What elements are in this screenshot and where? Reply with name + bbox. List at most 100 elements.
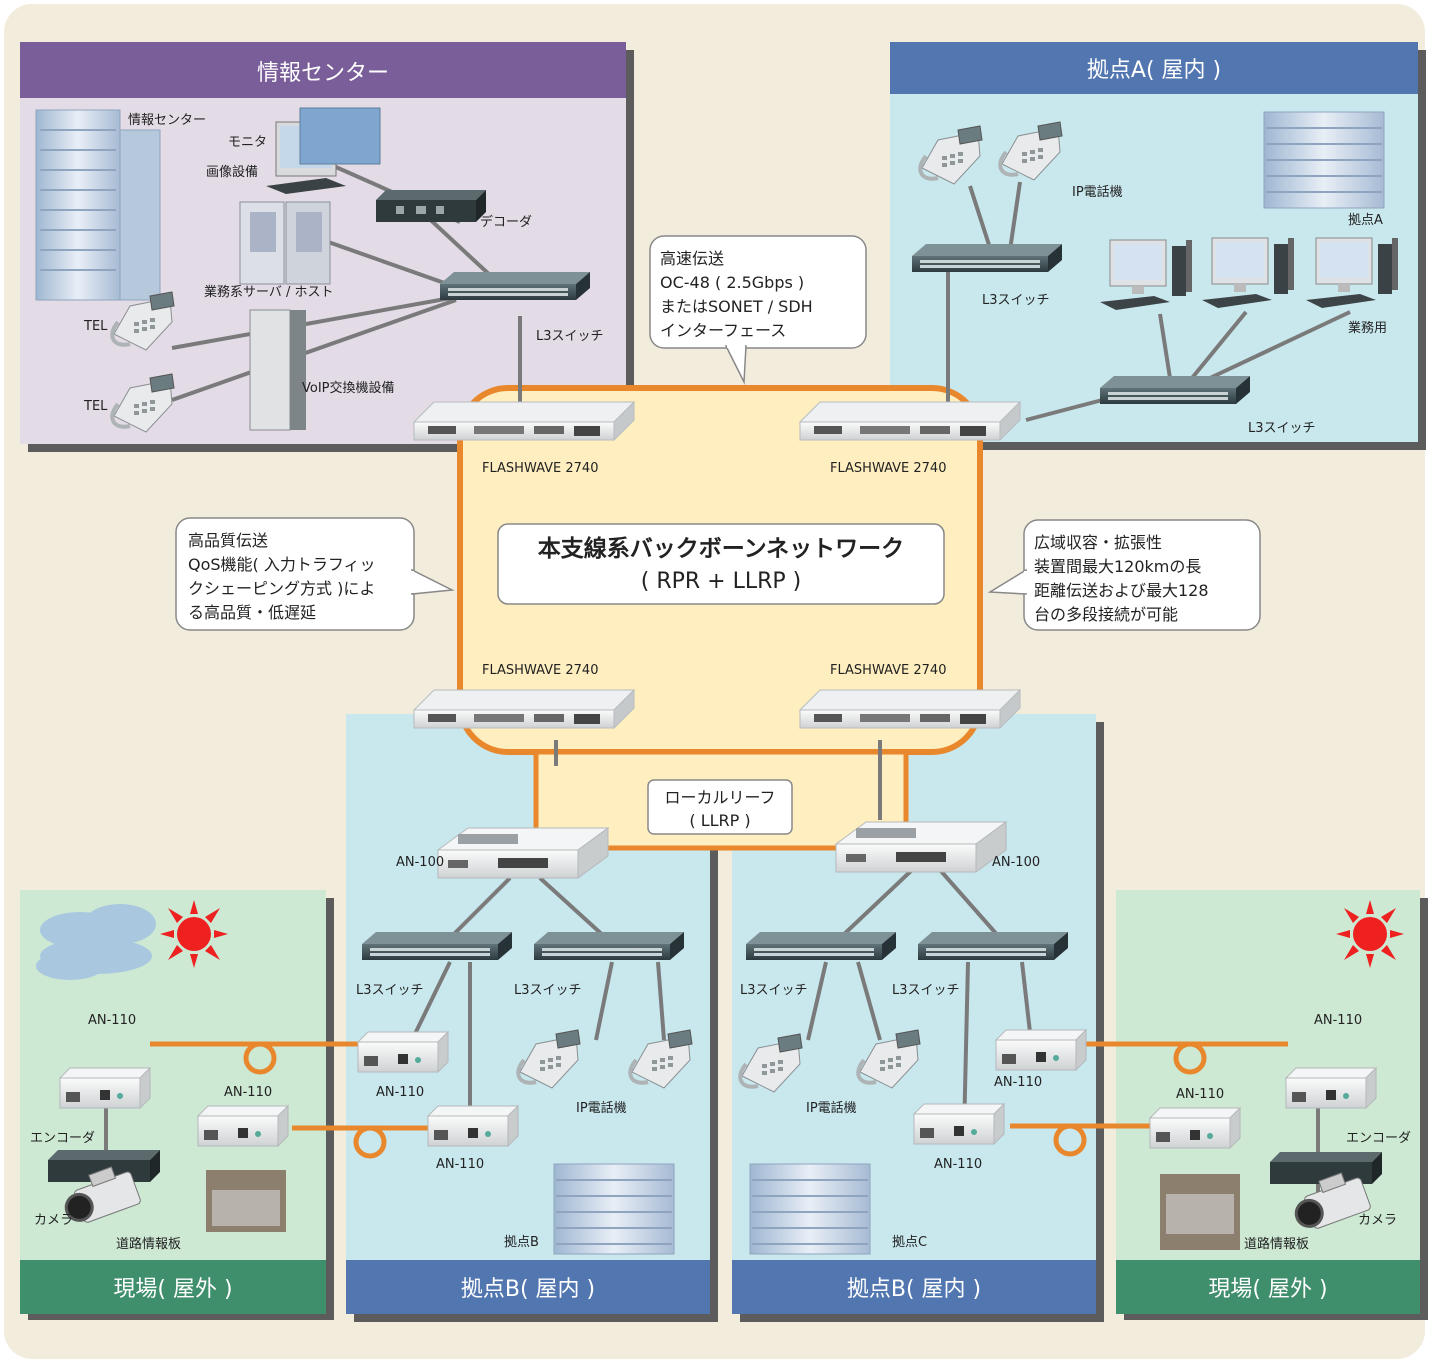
callout-text: インターフェース — [660, 321, 786, 340]
label: 情報センター — [128, 113, 206, 128]
l3-switch-icon — [746, 932, 896, 960]
label: L3スイッチ — [514, 983, 582, 998]
callout-text: またはSONET / SDH — [660, 297, 813, 316]
an110-device-icon — [1149, 1107, 1241, 1149]
label: AN-110 — [934, 1157, 982, 1172]
label: エンコーダ — [30, 1131, 95, 1146]
label: TEL — [83, 399, 108, 414]
l3-switch-icon — [918, 932, 1068, 960]
label: VoIP交換機設備 — [302, 380, 395, 396]
label: デコーダ — [480, 214, 532, 230]
l3-switch-icon — [440, 272, 590, 300]
label: TEL — [83, 319, 108, 334]
an110-device-icon — [59, 1067, 151, 1109]
callout-text: 装置間最大120kmの長 — [1034, 557, 1201, 576]
label: IP電話機 — [576, 1100, 627, 1116]
flashwave-device-icon — [799, 401, 1021, 441]
label: 拠点B — [504, 1235, 539, 1250]
camera-icon — [1294, 1172, 1371, 1229]
panel-title-field-right: 現場( 屋外 ) — [1208, 1277, 1327, 1302]
label: 道路情報板 — [116, 1236, 181, 1252]
callout-text: QoS機能( 入力トラフィッ — [188, 555, 376, 574]
an100-device-icon — [437, 827, 609, 879]
local-leaf-label: ( LLRP ) — [689, 811, 750, 830]
label: FLASHWAVE 2740 — [482, 461, 598, 476]
encoder-icon — [1270, 1152, 1382, 1184]
callout-text: 距離伝送および最大128 — [1034, 581, 1209, 600]
label: AN-100 — [396, 855, 444, 870]
label: 道路情報板 — [1244, 1236, 1309, 1252]
panel-title-site-b-right: 拠点B( 屋内 ) — [847, 1277, 981, 1302]
callout-high-speed: 高速伝送 OC-48 ( 2.5Gbps ) またはSONET / SDH インターフ… — [649, 235, 867, 385]
backbone-title-box: 本支線系バックボーンネットワーク ( RPR + LLRP ) — [497, 523, 945, 605]
sun-icon — [1336, 900, 1404, 968]
sun-icon — [160, 900, 228, 968]
camera-icon — [64, 1166, 141, 1223]
flashwave-device-icon — [799, 689, 1021, 729]
local-leaf-label: ローカルリーフ — [664, 788, 775, 807]
label: カメラ — [34, 1213, 73, 1228]
label: FLASHWAVE 2740 — [482, 663, 598, 678]
an110-device-icon — [357, 1031, 449, 1073]
l3-switch-icon — [534, 932, 684, 960]
panel-title-site-a: 拠点A( 屋内 ) — [1087, 58, 1221, 83]
label: AN-110 — [376, 1085, 424, 1100]
callout-wide-area: 広域収容・拡張性装置間最大120kmの長距離伝送および最大128 台の多段接続が可… — [987, 519, 1261, 631]
callout-text: 高速伝送 — [660, 249, 724, 268]
label: 画像設備 — [206, 164, 258, 180]
building-icon — [1263, 111, 1385, 209]
label: AN-110 — [224, 1085, 272, 1100]
l3-switch-icon — [912, 244, 1062, 272]
label: 拠点A — [1348, 213, 1383, 228]
callout-text: 高品質伝送 — [188, 531, 268, 550]
label: AN-110 — [994, 1075, 1042, 1090]
orange-links — [150, 1041, 1288, 1159]
callout-text: OC-48 ( 2.5Gbps ) — [660, 273, 804, 292]
decoder-icon — [376, 190, 486, 222]
label: カメラ — [1358, 1213, 1397, 1228]
an100-device-icon — [835, 821, 1007, 873]
panel-title-info-center: 情報センター — [257, 61, 389, 86]
label: 業務用 — [1348, 320, 1387, 336]
flashwave-device-icon — [413, 689, 635, 729]
callout-text: 台の多段接続が可能 — [1034, 605, 1178, 624]
building-icon — [35, 109, 161, 301]
callout-text: 広域収容・拡張性 — [1034, 533, 1162, 552]
an110-device-icon — [995, 1029, 1087, 1071]
backbone-title: 本支線系バックボーンネットワーク — [538, 535, 904, 562]
label: L3スイッチ — [1248, 421, 1316, 436]
label: AN-110 — [1314, 1013, 1362, 1028]
an110-device-icon — [427, 1105, 519, 1147]
label: 拠点C — [892, 1235, 927, 1250]
label: IP電話機 — [806, 1100, 857, 1116]
l3-switch-icon — [1100, 376, 1250, 404]
an110-device-icon — [197, 1105, 289, 1147]
label: L3スイッチ — [982, 293, 1050, 308]
label: L3スイッチ — [740, 983, 808, 998]
label: L3スイッチ — [892, 983, 960, 998]
label: FLASHWAVE 2740 — [830, 663, 946, 678]
device-labels: 情報センター モニタ 画像設備 デコーダ 業務系サーバ / ホスト TEL TE… — [30, 113, 1411, 1252]
backbone-subtitle: ( RPR + LLRP ) — [641, 569, 801, 594]
flashwave-device-icon — [413, 401, 635, 441]
svg-text:広域収容・拡張性装置間最大120kmの長距離伝送および最大1: 広域収容・拡張性装置間最大120kmの長距離伝送および最大128 台の多段接続が可… — [1034, 533, 1209, 624]
an110-device-icon — [913, 1103, 1005, 1145]
monitor-icon — [266, 107, 381, 194]
voip-exchange-icon — [249, 309, 306, 431]
callout-text: る高品質・低遅延 — [188, 603, 316, 622]
label: AN-110 — [1176, 1087, 1224, 1102]
label: L3スイッチ — [356, 983, 424, 998]
building-icon — [553, 1163, 675, 1255]
an110-device-icon — [1285, 1067, 1377, 1109]
network-links — [104, 158, 1351, 1200]
road-info-board-icon — [206, 1170, 1240, 1250]
building-icon — [749, 1163, 871, 1255]
label: FLASHWAVE 2740 — [830, 461, 946, 476]
label: モニタ — [228, 135, 267, 150]
label: AN-110 — [88, 1013, 136, 1028]
label: L3スイッチ — [536, 329, 604, 344]
